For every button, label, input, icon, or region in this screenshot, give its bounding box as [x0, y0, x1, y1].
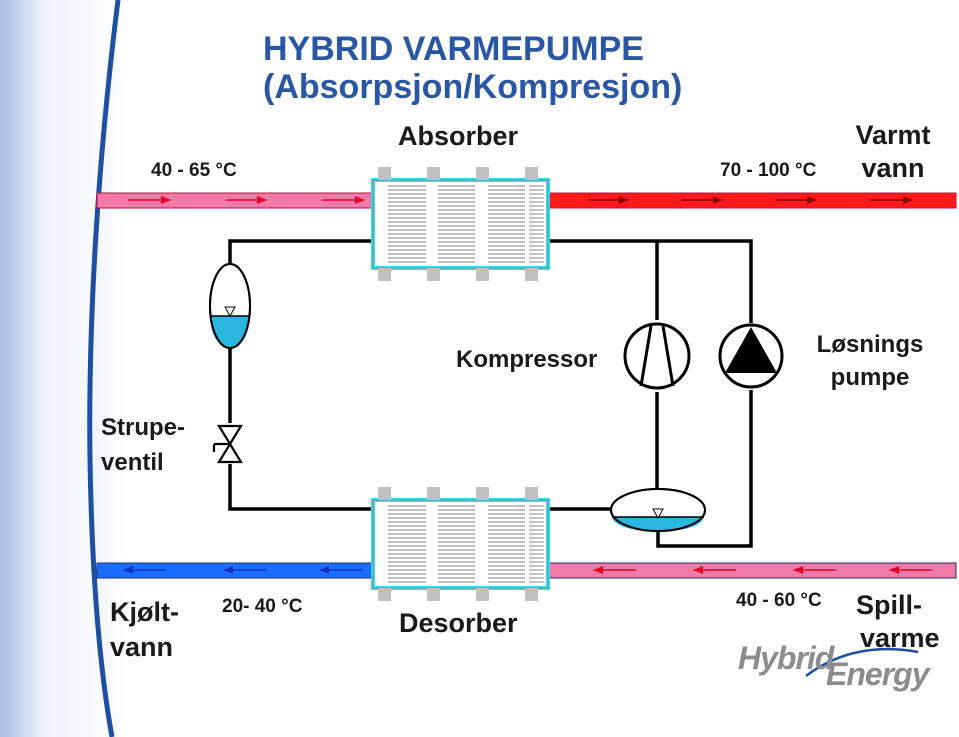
desorber-inlet-temp: 40 - 60 °C	[736, 590, 822, 611]
chilled-water-label-line2: vann	[110, 632, 174, 662]
solution-pump-icon	[718, 323, 784, 389]
desorber-label: Desorber	[399, 608, 518, 638]
compressor-icon	[623, 322, 691, 390]
hot-water-label-line1: Varmt	[855, 120, 931, 150]
compressor-label: Kompressor	[456, 346, 598, 373]
throttle-valve-icon	[212, 424, 243, 464]
desorber-outlet-temp: 20- 40 °C	[222, 596, 303, 617]
waste-heat-label-line1: Spill-	[856, 590, 922, 620]
chilled-water-label-line1: Kjølt-	[110, 597, 179, 627]
receiver-tank-icon	[209, 263, 251, 349]
waste-heat-label-line2: varme	[860, 623, 940, 653]
solution-pump-label-line1: Løsnings	[816, 331, 924, 358]
absorber-label: Absorber	[398, 121, 519, 151]
throttle-valve-label-line2: ventil	[101, 449, 164, 476]
solution-pump-label-line2: pumpe	[830, 364, 910, 391]
throttle-valve-label-line1: Strupe-	[101, 414, 185, 441]
separator-tank-icon	[610, 488, 706, 532]
slide-background-band	[0, 0, 125, 737]
page-title-line2: (Absorpsjon/Kompresjon)	[263, 68, 683, 106]
hybrid-energy-logo-swoosh	[805, 647, 919, 677]
page-title-line1: HYBRID VARMEPUMPE	[263, 30, 644, 68]
absorber-outlet-temp: 70 - 100 °C	[720, 160, 817, 181]
desorber-exchanger	[371, 487, 550, 601]
logo-text-hybrid: Hybrid	[738, 640, 834, 676]
refrigerant-circuit	[228, 239, 753, 548]
absorber-inlet-temp: 40 - 65 °C	[151, 160, 237, 181]
logo-text-energy: Energy	[826, 656, 929, 692]
absorber-exchanger	[371, 167, 550, 281]
hot-water-label-line2: vann	[861, 153, 925, 183]
